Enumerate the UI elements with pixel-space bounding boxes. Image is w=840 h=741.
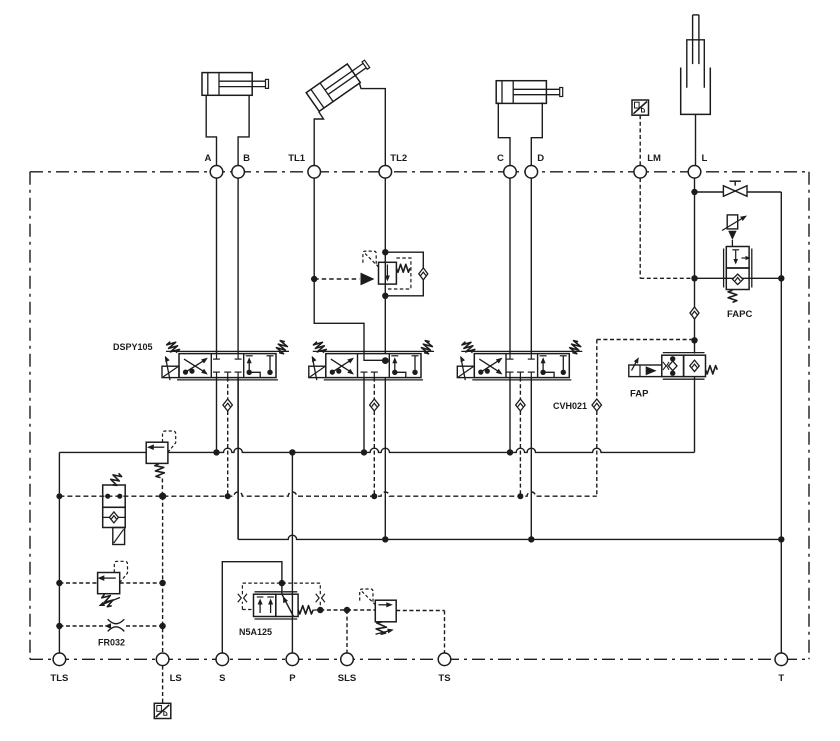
svg-text:C: C <box>497 153 504 164</box>
svg-text:TS: TS <box>438 673 450 684</box>
svg-text:LS: LS <box>170 673 182 684</box>
svg-text:B: B <box>243 153 250 164</box>
svg-text:A: A <box>205 153 212 164</box>
svg-text:FR032: FR032 <box>98 638 125 648</box>
svg-text:TL2: TL2 <box>390 153 407 164</box>
svg-text:SLS: SLS <box>338 673 356 684</box>
svg-text:T: T <box>778 673 784 684</box>
svg-text:LM: LM <box>647 153 661 164</box>
svg-text:P: P <box>289 673 296 684</box>
svg-text:L: L <box>702 153 708 164</box>
svg-text:N5A125: N5A125 <box>239 627 272 637</box>
svg-text:FAP: FAP <box>630 389 649 400</box>
svg-text:FAPC: FAPC <box>727 309 752 320</box>
svg-text:CVH021: CVH021 <box>553 401 587 411</box>
svg-text:TLS: TLS <box>50 673 68 684</box>
svg-text:DSPY105: DSPY105 <box>113 342 153 352</box>
svg-text:S: S <box>219 673 225 684</box>
svg-text:TL1: TL1 <box>288 153 306 164</box>
svg-text:D: D <box>537 153 544 164</box>
